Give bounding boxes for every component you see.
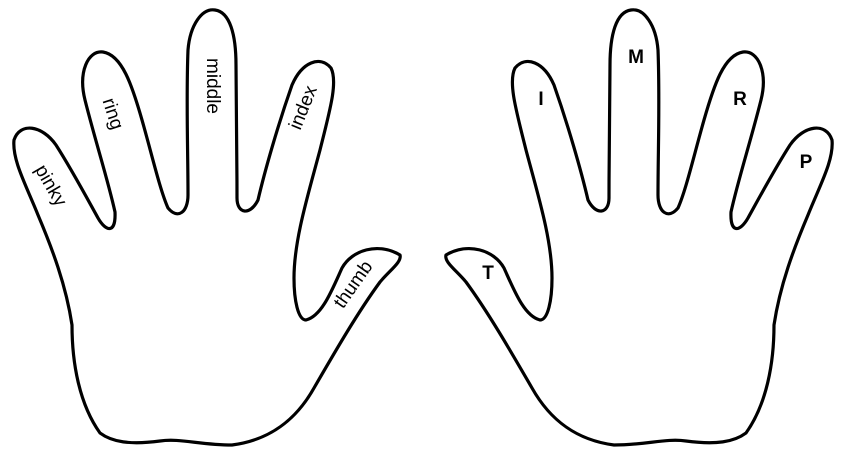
left-hand: pinky ring middle index thumb <box>14 10 400 445</box>
label-R: R <box>733 89 747 110</box>
label-P: P <box>800 152 813 173</box>
label-I: I <box>538 89 543 110</box>
label-M: M <box>628 47 644 68</box>
label-middle: middle <box>202 58 223 114</box>
right-hand-outline <box>446 10 832 445</box>
right-hand <box>446 10 832 445</box>
label-T: T <box>482 263 494 284</box>
